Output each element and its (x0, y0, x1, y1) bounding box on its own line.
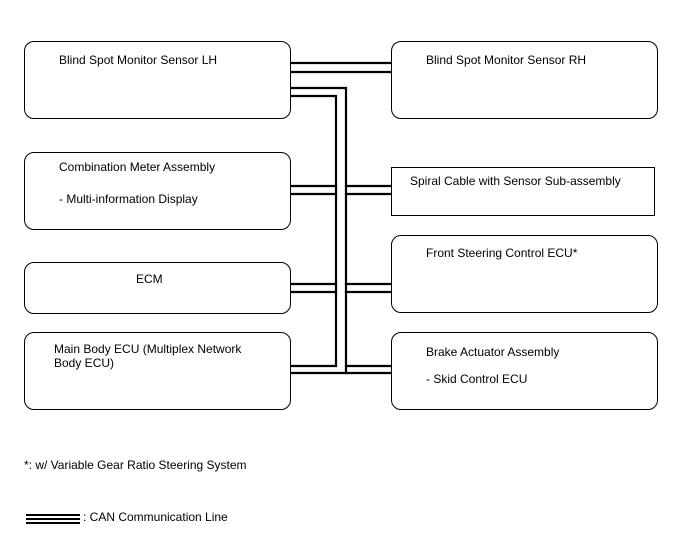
legend-can-line-icon (26, 514, 80, 524)
node-label: ECM (136, 272, 163, 286)
can-line-spiral-cable (344, 184, 394, 196)
node-spiral-cable: Spiral Cable with Sensor Sub-assembly (391, 167, 655, 216)
node-label-line-1: Main Body ECU (Multiplex Network (54, 342, 242, 356)
can-trunk-inner (288, 94, 338, 368)
node-blind-spot-monitor-rh: Blind Spot Monitor Sensor RH (391, 41, 658, 119)
node-brake-actuator-assembly: Brake Actuator Assembly - Skid Control E… (391, 332, 658, 410)
can-bus-lines (288, 61, 394, 375)
node-label: Blind Spot Monitor Sensor RH (426, 53, 587, 67)
node-main-body-ecu: Main Body ECU (Multiplex Network Body EC… (24, 332, 291, 410)
node-sublabel: - Multi-information Display (59, 192, 198, 206)
node-ecm: ECM (24, 262, 291, 314)
node-label: Front Steering Control ECU* (426, 246, 578, 260)
can-line-brake-actuator (344, 364, 394, 375)
node-blind-spot-monitor-lh: Blind Spot Monitor Sensor LH (24, 41, 291, 119)
node-label: Blind Spot Monitor Sensor LH (59, 53, 218, 67)
can-line-lh-rh (288, 61, 394, 74)
node-label-line-2: Body ECU) (54, 356, 115, 370)
footnote: *: w/ Variable Gear Ratio Steering Syste… (24, 458, 247, 472)
can-line-ecm (288, 282, 338, 294)
can-line-combination-meter (288, 184, 338, 196)
node-sublabel: - Skid Control ECU (426, 372, 528, 386)
node-front-steering-control-ecu: Front Steering Control ECU* (391, 235, 658, 313)
node-label: Spiral Cable with Sensor Sub-assembly (410, 174, 621, 188)
can-trunk-outer (288, 86, 348, 375)
node-label: Brake Actuator Assembly (426, 345, 560, 359)
can-line-front-steering (344, 282, 394, 294)
node-label: Combination Meter Assembly (59, 160, 216, 174)
legend-label: : CAN Communication Line (83, 510, 228, 524)
node-combination-meter: Combination Meter Assembly - Multi-infor… (24, 152, 291, 230)
